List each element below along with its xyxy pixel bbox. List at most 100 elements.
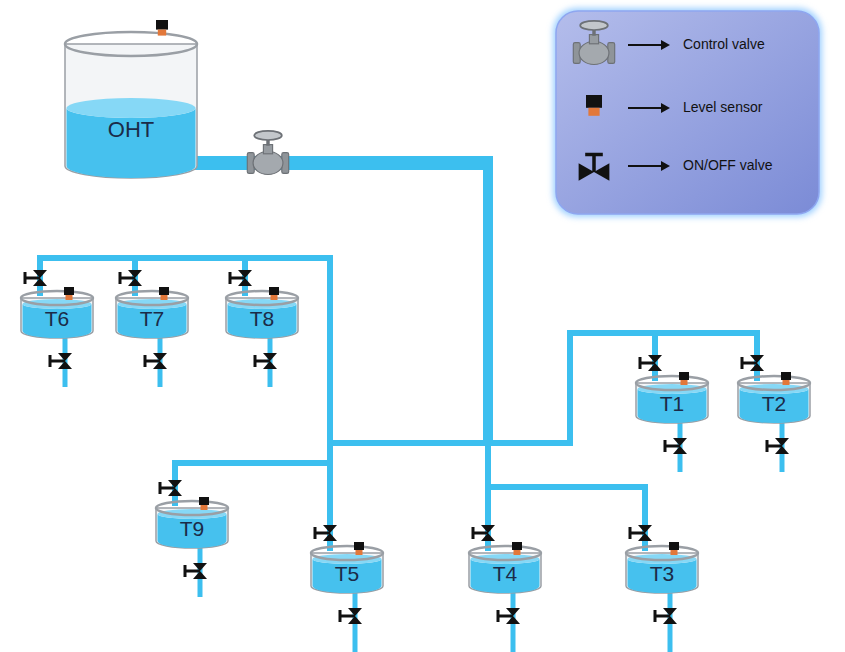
legend-glow — [553, 8, 822, 217]
water-pipe — [196, 163, 488, 548]
valve-handle — [185, 565, 200, 577]
sensor-head — [159, 287, 169, 295]
storage-tank: T7 — [116, 290, 188, 340]
valve-handle — [230, 272, 245, 284]
sensor-head — [679, 372, 689, 380]
tank-label: T5 — [335, 562, 360, 585]
on-off-valve — [50, 353, 72, 369]
valve-handle — [340, 610, 355, 622]
level-sensor — [64, 287, 74, 300]
valve-handle — [665, 440, 680, 452]
tank-rim — [626, 546, 698, 560]
legend-arrowhead — [661, 40, 670, 50]
valve-body — [253, 152, 283, 175]
tank-rim — [21, 291, 93, 305]
sensor-base — [514, 550, 521, 555]
sensor-head — [269, 287, 279, 295]
sensor-base — [158, 30, 166, 36]
valve-handle — [742, 357, 757, 369]
storage-tank: T1 — [636, 375, 708, 425]
tank-rim — [156, 501, 228, 515]
on-off-valve — [640, 355, 662, 371]
water-pipe — [196, 163, 757, 443]
water — [67, 108, 196, 178]
tank-rim — [469, 546, 541, 560]
tank-label: T8 — [250, 307, 275, 330]
tank-rim — [65, 32, 197, 56]
water — [228, 304, 297, 338]
sensor-head — [199, 497, 209, 505]
legend-arrowhead — [661, 161, 670, 171]
control-valve — [247, 131, 288, 175]
tank-rim — [226, 291, 298, 305]
sensor-base — [201, 505, 208, 510]
tank-rim — [116, 291, 188, 305]
on-off-valve — [473, 525, 495, 541]
tank-label: T1 — [660, 392, 685, 415]
sensor-head — [781, 372, 791, 380]
water — [118, 304, 187, 338]
sensor-base — [783, 380, 790, 385]
overhead-tank: OHT — [65, 30, 197, 180]
sensor-base — [356, 550, 363, 555]
legend-label: ON/OFF valve — [683, 157, 772, 174]
valve-handle — [160, 482, 175, 494]
tank-label: T7 — [140, 307, 165, 330]
on-off-valve — [742, 355, 764, 371]
valve-bonnet — [589, 35, 598, 44]
valve-handle — [120, 272, 135, 284]
legend-label: Level sensor — [683, 99, 762, 116]
valve-handle — [767, 440, 782, 452]
sensor-head — [64, 287, 74, 295]
water-pipe — [196, 163, 488, 548]
on-off-valve — [579, 154, 610, 180]
valve-handle — [25, 272, 40, 284]
level-sensor — [669, 542, 679, 555]
on-off-valve — [160, 480, 182, 496]
on-off-valve — [230, 270, 252, 286]
tank-wall — [65, 44, 197, 178]
sensor-head — [354, 542, 364, 550]
on-off-valve — [498, 608, 520, 624]
tank-label: T2 — [762, 392, 787, 415]
on-off-valve — [185, 563, 207, 579]
on-off-valve — [120, 270, 142, 286]
tank-label: T9 — [180, 517, 205, 540]
valve-handle — [473, 527, 488, 539]
valve-handle — [630, 527, 645, 539]
on-off-valve — [767, 438, 789, 454]
legend-panel — [556, 11, 819, 214]
tank-rim — [636, 376, 708, 390]
level-sensor — [156, 20, 168, 36]
valve-handle — [315, 527, 330, 539]
level-sensor — [199, 497, 209, 510]
sensor-head — [512, 542, 522, 550]
water — [740, 389, 809, 423]
sensor-base — [671, 550, 678, 555]
tank-rim — [311, 546, 383, 560]
storage-tank: T2 — [738, 375, 810, 425]
water-pipe — [196, 163, 645, 548]
water — [638, 389, 707, 423]
on-off-valve — [255, 353, 277, 369]
valve-body — [579, 163, 594, 181]
storage-tank: T3 — [626, 545, 698, 595]
level-sensor — [269, 287, 279, 300]
valve-wheel — [254, 131, 282, 140]
water — [628, 559, 697, 593]
level-sensor — [512, 542, 522, 555]
valve-handle — [498, 610, 513, 622]
valve-bonnet — [263, 145, 272, 154]
storage-tank: T6 — [21, 290, 93, 340]
water — [23, 304, 92, 338]
on-off-valve — [340, 608, 362, 624]
valve-body — [579, 42, 609, 65]
on-off-valve — [665, 438, 687, 454]
water-surface — [67, 98, 196, 118]
sensor-head — [156, 20, 168, 30]
valve-handle — [585, 154, 603, 172]
legend-arrow — [628, 107, 664, 109]
valve-body — [594, 163, 609, 181]
on-off-valve — [25, 270, 47, 286]
